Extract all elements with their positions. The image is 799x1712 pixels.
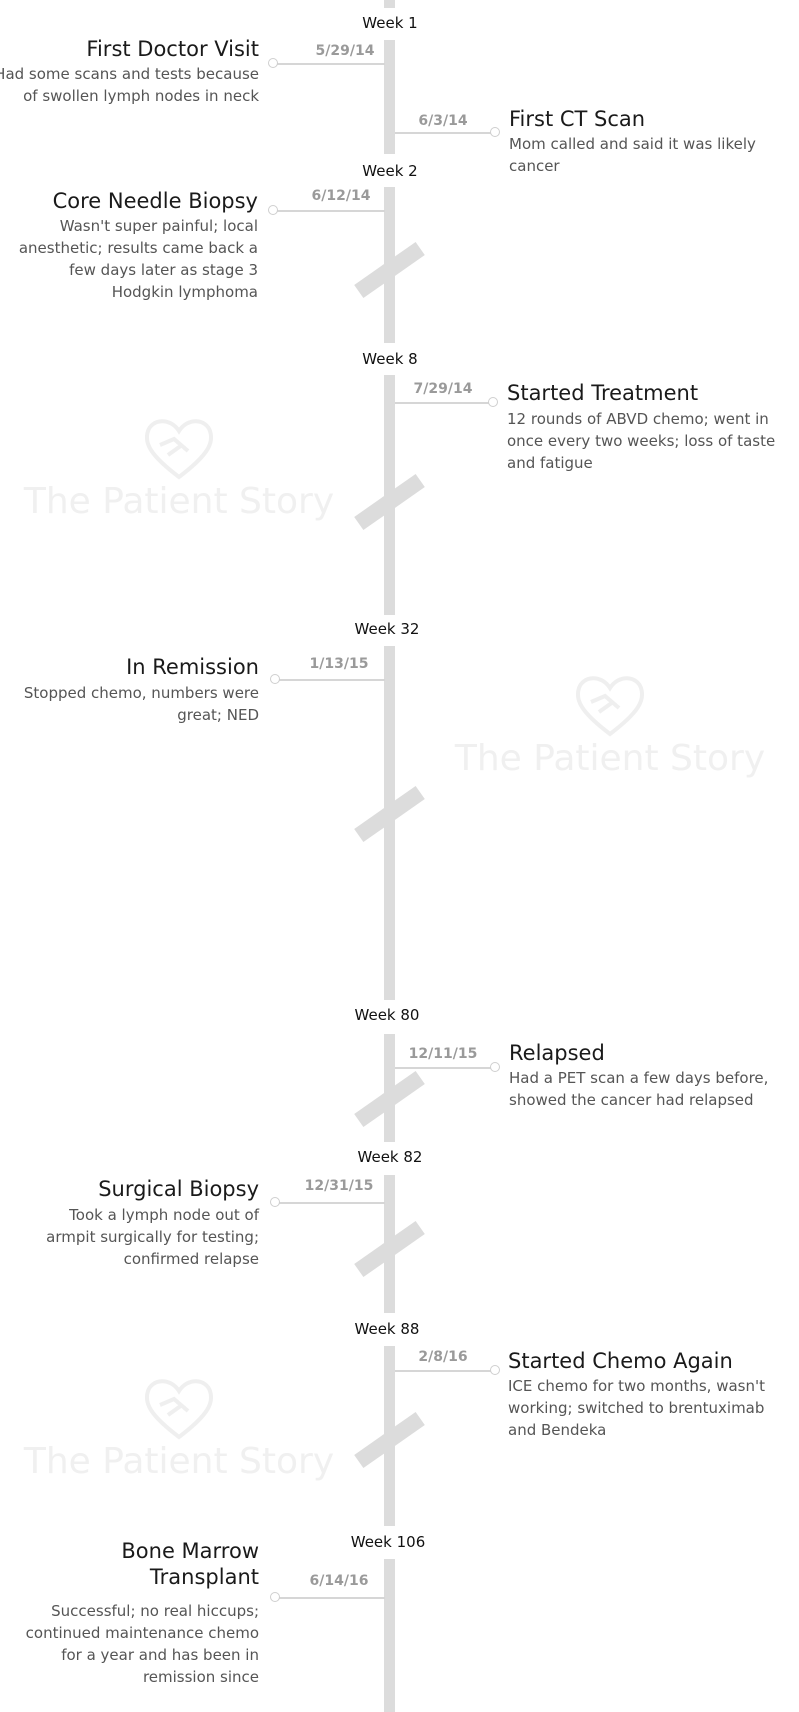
week-label: Week 106	[350, 1533, 426, 1551]
timeline-axis	[384, 40, 395, 154]
event-description: Stopped chemo, numbers were great; NED	[23, 684, 259, 724]
event-marker	[490, 1062, 500, 1072]
event-title: Bone Marrow Transplant	[121, 1539, 259, 1589]
connector-line	[395, 132, 492, 134]
event-title: In Remission	[126, 655, 259, 679]
event-date: 6/3/14	[418, 113, 468, 129]
event-title: Started Chemo Again	[508, 1349, 733, 1373]
event-title: First CT Scan	[509, 107, 646, 131]
heart-handshake-icon	[575, 676, 645, 737]
event-date: 12/11/15	[408, 1046, 478, 1062]
timeline-axis	[384, 0, 395, 8]
watermark: The Patient Story	[14, 1375, 344, 1482]
connector-line	[395, 1067, 492, 1069]
connector-line	[276, 210, 385, 212]
week-label: Week 2	[362, 162, 418, 180]
event-description: Had some scans and tests because of swol…	[0, 65, 259, 105]
event-title: Relapsed	[509, 1041, 605, 1065]
connector-line	[278, 1202, 385, 1204]
week-label: Week 1	[362, 14, 418, 32]
heart-handshake-icon	[144, 1379, 214, 1440]
event-description: ICE chemo for two months, wasn't working…	[508, 1377, 765, 1439]
event-description: 12 rounds of ABVD chemo; went in once ev…	[507, 410, 776, 472]
heart-handshake-icon	[144, 419, 214, 480]
event-marker	[490, 127, 500, 137]
connector-line	[278, 679, 385, 681]
event-marker	[268, 205, 278, 215]
week-label: Week 82	[357, 1148, 423, 1166]
event-title: Core Needle Biopsy	[52, 189, 258, 213]
event-date: 2/8/16	[418, 1349, 468, 1365]
watermark-text: The Patient Story	[23, 481, 335, 522]
event-marker	[270, 1197, 280, 1207]
week-label: Week 32	[354, 620, 420, 638]
event-title: First Doctor Visit	[86, 37, 259, 61]
watermark: The Patient Story	[445, 672, 775, 779]
watermark-text: The Patient Story	[23, 1441, 335, 1482]
event-marker	[270, 1592, 280, 1602]
week-label: Week 80	[354, 1006, 420, 1024]
event-title: Started Treatment	[507, 381, 699, 405]
event-marker	[488, 397, 498, 407]
watermark: The Patient Story	[14, 415, 344, 522]
event-date: 6/14/16	[309, 1573, 369, 1589]
event-date: 1/13/15	[309, 656, 369, 672]
event-marker	[268, 58, 278, 68]
connector-line	[395, 1370, 492, 1372]
event-description: Successful; no real hiccups; continued m…	[25, 1602, 259, 1686]
watermark-text: The Patient Story	[454, 738, 766, 779]
event-date: 5/29/14	[315, 43, 375, 59]
week-label: Week 8	[362, 350, 418, 368]
event-date: 6/12/14	[311, 188, 371, 204]
event-description: Wasn't super painful; local anesthetic; …	[18, 217, 258, 301]
event-title: Surgical Biopsy	[98, 1177, 259, 1201]
event-marker	[270, 674, 280, 684]
event-date: 12/31/15	[304, 1178, 374, 1194]
event-marker	[490, 1365, 500, 1375]
event-date: 7/29/14	[413, 381, 473, 397]
connector-line	[276, 63, 385, 65]
timeline-axis	[384, 1559, 395, 1712]
event-description: Mom called and said it was likely cancer	[509, 135, 756, 175]
week-label: Week 88	[354, 1320, 420, 1338]
connector-line	[278, 1597, 385, 1599]
connector-line	[395, 402, 490, 404]
event-description: Took a lymph node out of armpit surgical…	[46, 1206, 259, 1268]
event-description: Had a PET scan a few days before, showed…	[509, 1069, 769, 1109]
